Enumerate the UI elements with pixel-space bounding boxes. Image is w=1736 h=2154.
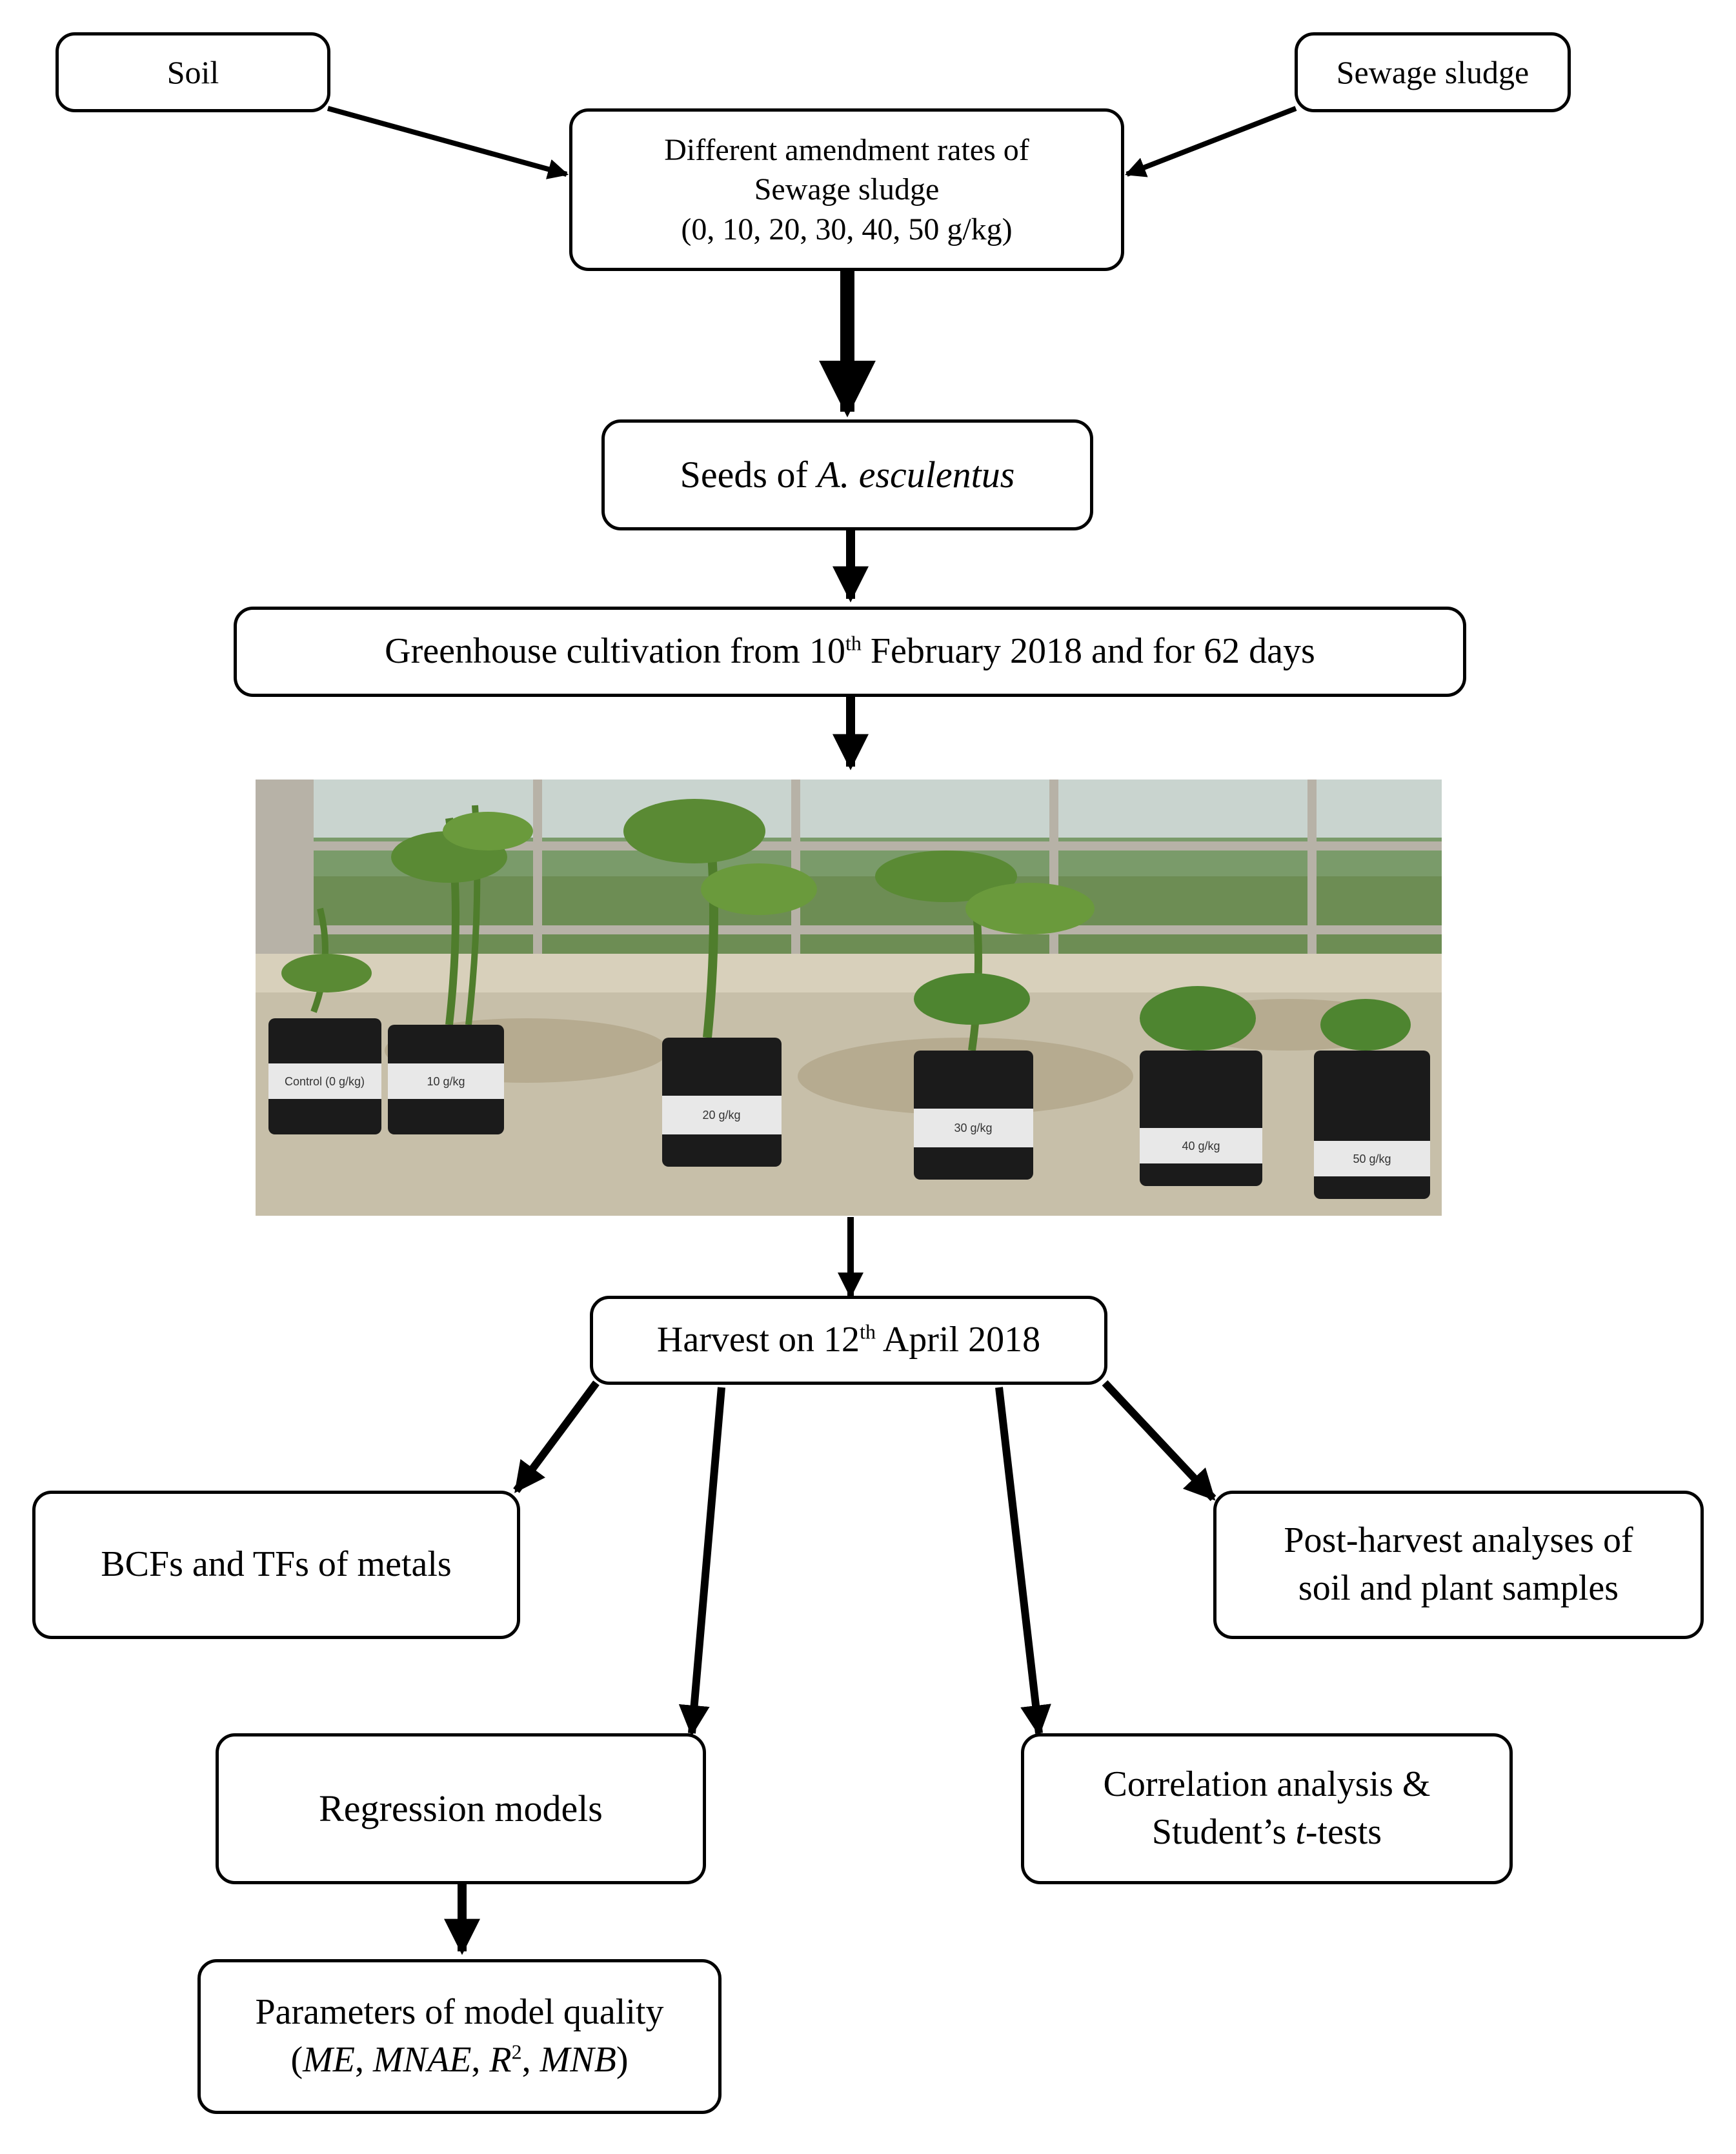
model-quality-sep-3: , [521, 2040, 540, 2080]
bcf-box: BCFs and TFs of metals [32, 1491, 520, 1639]
model-quality-box: Parameters of model quality (ME, MNAE, R… [197, 1959, 722, 2114]
greenhouse-sup: th [845, 631, 862, 655]
soil-box: Soil [56, 32, 330, 112]
regression-box: Regression models [216, 1733, 706, 1884]
seeds-prefix: Seeds of [680, 453, 818, 496]
pot-label-1: 10 g/kg [427, 1075, 465, 1088]
harvest-suffix: April 2018 [875, 1320, 1041, 1360]
model-quality-close: ) [616, 2040, 629, 2080]
arrow-harvest-to-bcf [513, 1380, 600, 1493]
correlation-line-1: Correlation analysis & [1103, 1764, 1431, 1805]
regression-label: Regression models [319, 1787, 603, 1829]
model-quality-r-sup: 2 [511, 2040, 522, 2064]
pot-label-3: 30 g/kg [954, 1122, 992, 1134]
model-quality-mnae: MNAE [373, 2040, 472, 2080]
arrow-soil-to-amendment [327, 106, 569, 179]
model-quality-sep-1: , [355, 2040, 373, 2080]
pot-label-2: 20 g/kg [702, 1109, 740, 1122]
harvest-sup: th [860, 1320, 876, 1344]
harvest-prefix: Harvest on 12 [656, 1320, 860, 1360]
correlation-line-2-prefix: Student’s [1151, 1812, 1296, 1852]
seeds-box: Seeds of A. esculentus [601, 419, 1093, 530]
seeds-species: A. esculentus [817, 453, 1015, 496]
pot-label-5: 50 g/kg [1353, 1152, 1391, 1165]
model-quality-mnb: MNB [540, 2040, 616, 2080]
correlation-box: Correlation analysis & Student’s t-tests [1021, 1733, 1513, 1884]
harvest-box: Harvest on 12th April 2018 [590, 1296, 1107, 1385]
post-harvest-box: Post-harvest analyses of soil and plant … [1213, 1491, 1704, 1639]
correlation-t: t [1295, 1812, 1306, 1852]
post-harvest-line-2: soil and plant samples [1298, 1568, 1619, 1608]
greenhouse-photo: Control (0 g/kg) 10 g/kg 20 g/kg 30 g/kg [256, 780, 1442, 1216]
arrow-harvest-to-post-harvest [1102, 1380, 1216, 1502]
soil-label: Soil [167, 54, 219, 90]
post-harvest-line-1: Post-harvest analyses of [1284, 1520, 1633, 1561]
correlation-line-2-suffix: -tests [1305, 1812, 1382, 1852]
sewage-sludge-label: Sewage sludge [1336, 54, 1529, 90]
amendment-line-2: Sewage sludge [754, 172, 940, 207]
model-quality-sep-2: , [471, 2040, 490, 2080]
model-quality-me: ME [303, 2040, 355, 2080]
pot-label-4: 40 g/kg [1182, 1140, 1220, 1152]
model-quality-line-1: Parameters of model quality [255, 1992, 664, 2033]
greenhouse-box: Greenhouse cultivation from 10th Februar… [234, 607, 1466, 697]
pot-label-0: Control (0 g/kg) [285, 1075, 365, 1088]
sewage-sludge-box: Sewage sludge [1295, 32, 1571, 112]
amendment-line-1: Different amendment rates of [664, 132, 1029, 167]
greenhouse-prefix: Greenhouse cultivation from 10 [385, 631, 845, 672]
arrow-sludge-to-amendment [1125, 106, 1297, 177]
arrow-harvest-to-regression [678, 1387, 725, 1736]
amendment-box: Different amendment rates of Sewage slud… [569, 108, 1124, 271]
amendment-line-3: (0, 10, 20, 30, 40, 50 g/kg) [681, 212, 1013, 247]
arrow-harvest-to-correlation [995, 1387, 1051, 1736]
model-quality-open: ( [290, 2040, 303, 2080]
greenhouse-suffix: February 2018 and for 62 days [861, 631, 1315, 672]
model-quality-r: R [489, 2040, 512, 2080]
bcf-label: BCFs and TFs of metals [101, 1544, 452, 1585]
